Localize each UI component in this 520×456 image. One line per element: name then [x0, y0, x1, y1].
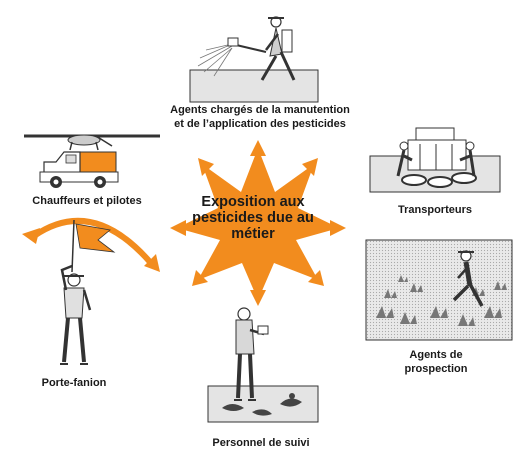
label-flaggers-line-1: Porte-fanion [41, 377, 107, 389]
star-arrow-sw [192, 270, 208, 286]
star-arrow-nw [198, 158, 214, 176]
label-transporters-line-1: Transporteurs [398, 204, 472, 216]
star-arrow-w [170, 220, 186, 236]
label-scouts: Agents de prospection [386, 348, 486, 376]
label-drivers: Chauffeurs et pilotes [12, 194, 162, 208]
star-arrow-se [308, 270, 324, 286]
center-title-line-2: pesticides due au [192, 210, 314, 226]
label-scouts-line-1: Agents de [409, 349, 463, 361]
star-arrow-n [250, 140, 266, 156]
star-body [177, 148, 339, 300]
exposure-star [170, 140, 346, 306]
label-applicators-line-1: Agents chargés de la manutention [170, 104, 350, 116]
monitoring-illustration [207, 307, 319, 423]
flagger-illustration [22, 217, 160, 365]
transporters-illustration [369, 127, 501, 193]
label-scouts-line-2: prospection [404, 363, 468, 375]
label-drivers-line-1: Chauffeurs et pilotes [32, 195, 142, 207]
label-monitoring: Personnel de suivi [186, 436, 336, 450]
label-applicators: Agents chargés de la manutention et de l… [150, 103, 370, 131]
star-arrow-e [330, 220, 346, 236]
label-transporters: Transporteurs [380, 203, 490, 217]
center-title-line-3: métier [231, 226, 275, 242]
label-flaggers: Porte-fanion [24, 376, 124, 390]
star-arrow-s [250, 290, 266, 306]
drivers-illustration [24, 134, 160, 188]
scouts-illustration [365, 239, 513, 341]
label-applicators-line-2: et de l’application des pesticides [174, 118, 346, 130]
applicator-illustration [189, 16, 319, 103]
center-title-line-1: Exposition aux [201, 194, 305, 210]
label-monitoring-line-1: Personnel de suivi [212, 437, 310, 449]
center-title: Exposition aux pesticides due au métier [178, 194, 328, 242]
star-arrow-ne [302, 158, 318, 176]
